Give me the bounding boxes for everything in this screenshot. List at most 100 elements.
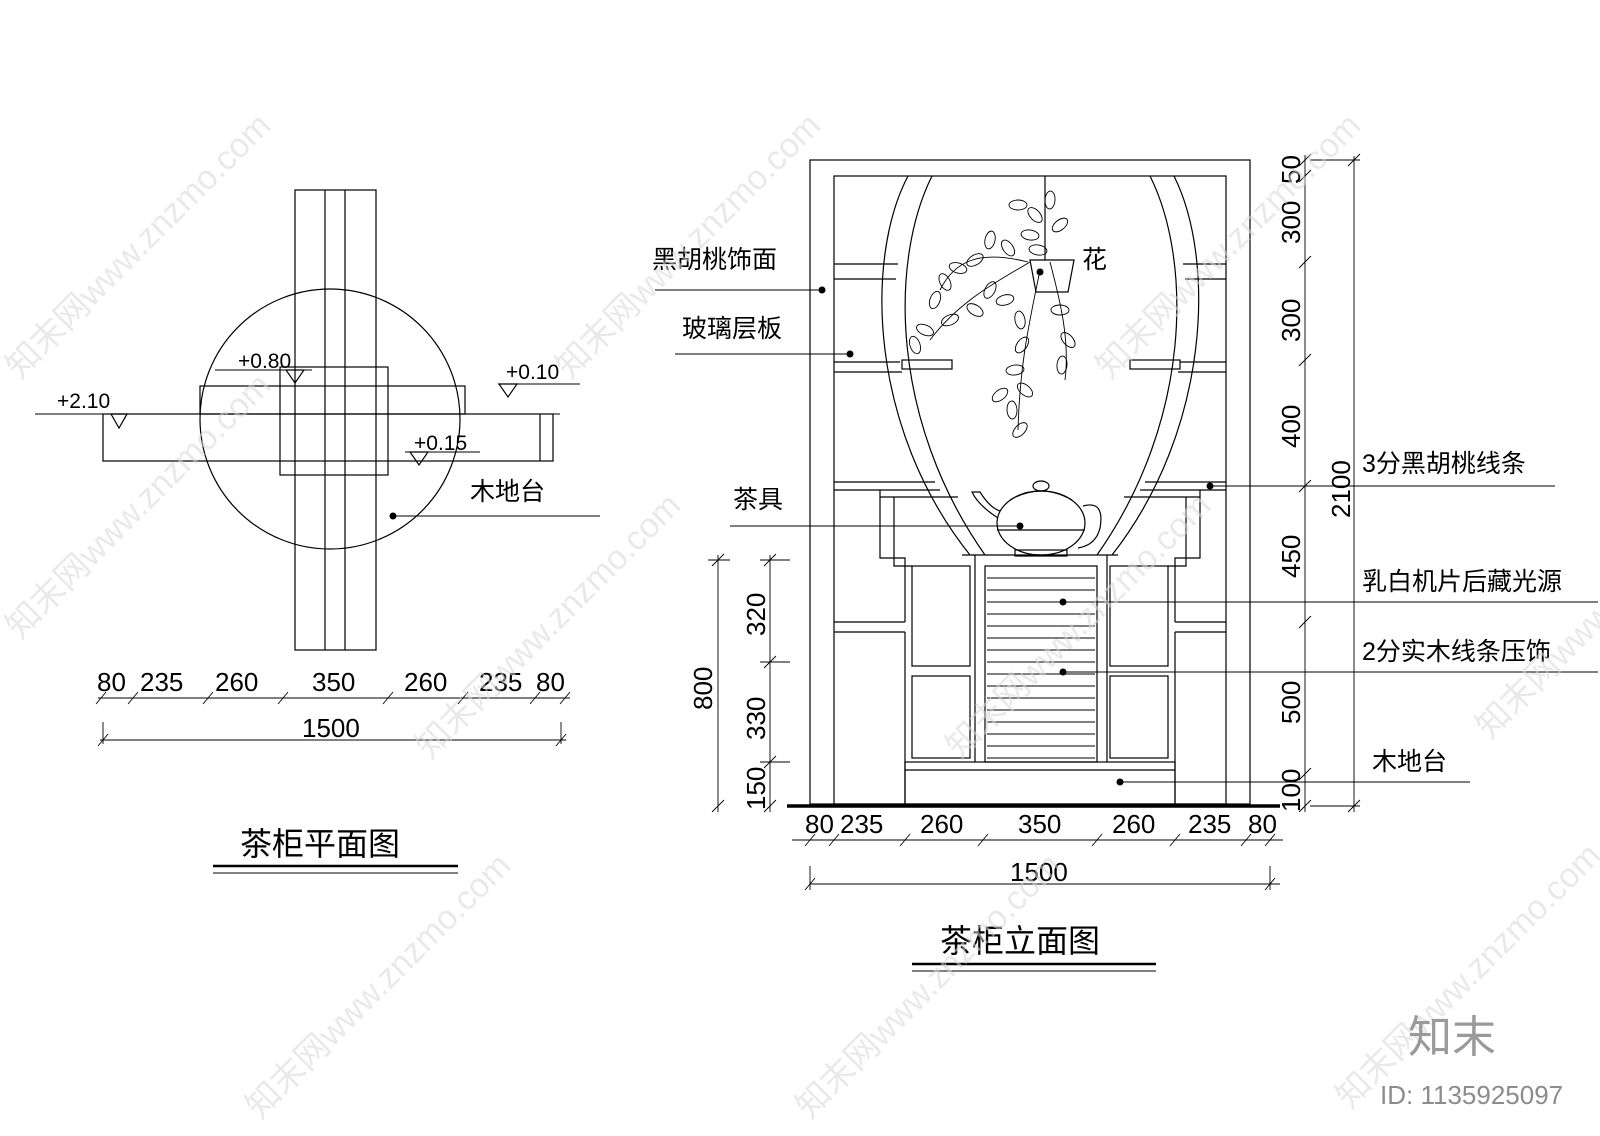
glass-shelf-left [901, 359, 953, 370]
glass-shelf-right [1129, 359, 1181, 370]
elevation-leaders [655, 268, 1598, 786]
watermark-text: 知末网www.znzmo.com [1329, 836, 1600, 1115]
watermark-text: 知末网www.znzmo.com [939, 486, 1218, 765]
leaf [1020, 229, 1040, 241]
leaf [1005, 364, 1025, 376]
lower-panel [1109, 565, 1169, 667]
label-wood-trim: 2分实木线条压饰 [1362, 638, 1551, 666]
plan-center-box [279, 366, 389, 476]
plan-level-210: +2.10 [57, 390, 110, 413]
level-triangle [109, 413, 129, 430]
brand-logo: 知末 [1408, 1013, 1496, 1062]
leaf [984, 230, 996, 250]
watermark-text: 知末网www.znzmo.com [0, 106, 278, 385]
watermark-text: 知末网www.znzmo.com [1089, 106, 1368, 385]
leaf [1000, 239, 1016, 257]
elev-dim-2: 235 [840, 809, 883, 839]
lower-panel [1109, 675, 1169, 759]
elev-dim-3: 260 [920, 809, 963, 839]
lower-panel [911, 675, 971, 759]
right-dim-7: 100 [1276, 769, 1306, 812]
light-panel-slats [987, 577, 1095, 759]
leaf [1028, 244, 1048, 256]
right-dim-5: 450 [1276, 535, 1306, 578]
leaf [995, 294, 1015, 306]
right-dim-ticks [1298, 153, 1312, 813]
right-dim-1: 50 [1276, 155, 1306, 184]
left-dim-3: 150 [741, 767, 771, 810]
label-tea-set: 茶具 [733, 486, 783, 514]
leaf [1027, 207, 1043, 223]
plan-level-080: +0.80 [238, 350, 291, 373]
plan-view: +0.80 +0.10 +2.10 +0.15 木地台 80 235 260 3… [35, 189, 600, 874]
leaf [1014, 310, 1026, 330]
left-dim-2: 330 [741, 697, 771, 740]
right-dim-2: 300 [1276, 201, 1306, 244]
leaf [1014, 336, 1030, 354]
leaf [1056, 355, 1068, 375]
level-triangle [284, 369, 306, 385]
leaf [1044, 190, 1056, 210]
elev-dim-6: 235 [1188, 809, 1231, 839]
leaf [1012, 422, 1028, 438]
level-triangle [408, 451, 430, 467]
plan-dim-4: 350 [312, 667, 355, 697]
watermark-text: 知末网www.znzmo.com [549, 106, 828, 385]
label-flower: 花 [1082, 246, 1107, 274]
leaf [1051, 217, 1069, 233]
elev-dim-7: 80 [1248, 809, 1277, 839]
plan-circle-platform [199, 288, 461, 550]
right-dim-3: 300 [1276, 299, 1306, 342]
leaf [983, 281, 997, 299]
leaf [938, 273, 952, 291]
label-elevation-platform: 木地台 [1372, 748, 1447, 776]
plan-level-015: +0.15 [414, 432, 467, 455]
leaf [966, 253, 984, 267]
plan-level-010: +0.10 [506, 361, 559, 384]
elev-dim-ticks [804, 833, 1276, 847]
label-light-panel: 乳白机片后藏光源 [1362, 568, 1562, 596]
plan-dim-7: 80 [536, 667, 565, 697]
leaf [966, 303, 984, 317]
leaf [1006, 400, 1018, 420]
leaf [1050, 304, 1070, 316]
leaf [1016, 382, 1034, 398]
elev-dim-4: 350 [1018, 809, 1061, 839]
plan-vertical-bar [294, 189, 377, 651]
watermark-text: 知末网www.znzmo.com [1469, 466, 1600, 745]
elev-dim-total: 1500 [1010, 857, 1068, 887]
elev-dim-1: 80 [805, 809, 834, 839]
arch-left [904, 175, 986, 556]
plan-dim-ticks [95, 691, 571, 705]
label-walnut-face: 黑胡桃饰面 [652, 246, 777, 274]
left-dim-1: 320 [741, 593, 771, 636]
watermark-text: 知末网www.znzmo.com [239, 846, 518, 1125]
leaf [1060, 332, 1076, 348]
watermark-layer: 知末网www.znzmo.com 知末网www.znzmo.com 知末网www… [0, 106, 1600, 1125]
hanging-plant-icon [908, 176, 1076, 438]
elev-dim-5: 260 [1112, 809, 1155, 839]
plan-title: 茶柜平面图 [240, 826, 400, 862]
label-walnut-trim: 3分黑胡桃线条 [1362, 450, 1526, 478]
watermark-text: 知末网www.znzmo.com [0, 366, 278, 645]
leaf [916, 323, 934, 337]
right-dim-total: 2100 [1326, 460, 1356, 518]
plan-dim-3: 260 [215, 667, 258, 697]
arch-right [1096, 175, 1178, 556]
leaf [908, 335, 922, 355]
side-shelves [834, 263, 1226, 633]
watermark-text: 知末网www.znzmo.com [789, 846, 1068, 1125]
leaf [928, 290, 942, 310]
teapot-icon [971, 480, 1102, 557]
plan-dim-6: 235 [479, 667, 522, 697]
elevation-view: 黑胡桃饰面 玻璃层板 花 茶具 3分黑胡桃线条 乳白机片后藏光源 2分实木线条压… [652, 153, 1598, 972]
leaf [948, 262, 968, 274]
leaf [941, 313, 959, 327]
leaf [1008, 199, 1028, 211]
elevation-platform [904, 761, 1176, 807]
plan-platform-label: 木地台 [470, 478, 545, 506]
level-triangle [497, 383, 519, 399]
right-dim-4: 400 [1276, 405, 1306, 448]
